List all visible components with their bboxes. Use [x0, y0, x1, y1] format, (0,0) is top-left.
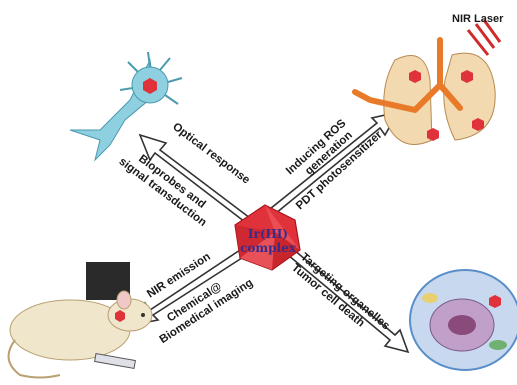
- center-label-line1: Ir(III): [248, 227, 288, 241]
- label-optical-response: Optical response: [170, 121, 252, 187]
- center-label-line2: complex: [240, 241, 297, 255]
- nir-laser-label: NIR Laser: [452, 13, 504, 25]
- top-left-labels: Optical response: [170, 121, 252, 187]
- laser-beam-icon: [468, 20, 500, 55]
- mouse-illustration: [9, 262, 152, 378]
- cell-illustration: [410, 270, 517, 370]
- label-targeting-organelles: Targeting organelles: [298, 251, 392, 332]
- syringe-icon: [95, 354, 136, 369]
